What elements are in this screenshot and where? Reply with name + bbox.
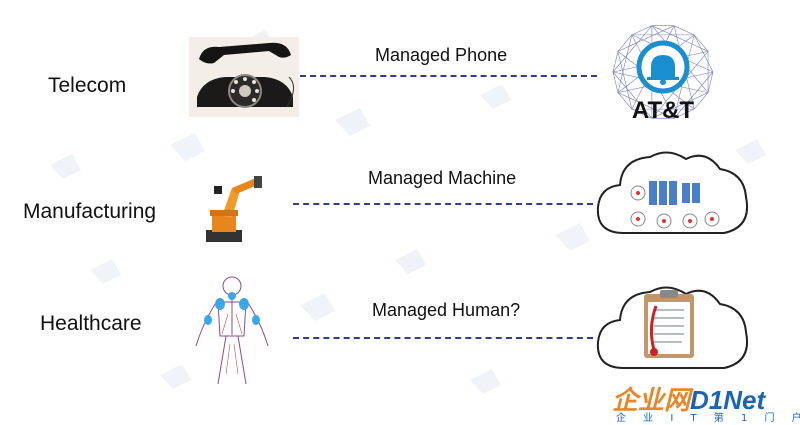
att-mesh-line xyxy=(707,71,714,93)
connection-label-human: Managed Human? xyxy=(372,300,521,320)
att-mesh-line xyxy=(693,34,714,73)
connector-line-manufacturing xyxy=(293,203,593,205)
att-mesh-line xyxy=(617,25,675,52)
att-mesh-line xyxy=(693,92,709,110)
att-logo-text: AT&T xyxy=(632,97,695,124)
att-mesh-line xyxy=(612,51,619,73)
human-anatomy-icon xyxy=(195,276,269,385)
connector-line-healthcare xyxy=(293,337,593,339)
row-label-healthcare: Healthcare xyxy=(40,312,142,335)
att-globe-logo-icon: AT&T xyxy=(612,25,714,124)
clipboard-cloud-icon xyxy=(596,286,748,369)
att-mesh-line xyxy=(617,34,633,93)
att-mesh-line xyxy=(612,71,619,93)
footer-tagline: 企 业 I T 第 1 门 户 xyxy=(616,413,800,424)
att-mesh-line xyxy=(674,25,695,36)
connector-line-telecom xyxy=(300,75,597,77)
robot-arm-icon xyxy=(206,176,262,242)
att-mesh-line xyxy=(631,108,652,119)
rotary-phone-icon xyxy=(189,37,299,117)
att-mesh-line xyxy=(612,71,653,119)
connection-label-machine: Managed Machine xyxy=(368,168,517,188)
att-mesh-line xyxy=(617,34,633,52)
att-mesh-line xyxy=(612,25,653,73)
att-mesh-line xyxy=(617,51,633,110)
att-mesh-line xyxy=(651,92,709,119)
connection-label-phone: Managed Phone xyxy=(375,45,508,65)
row-label-telecom: Telecom xyxy=(48,74,127,97)
att-mesh-line xyxy=(673,71,714,119)
brand-part-chinese: 企业网 xyxy=(612,385,691,415)
att-mesh-line xyxy=(693,34,709,52)
brand-part-d1net: D1Net xyxy=(690,385,766,415)
att-mesh-line xyxy=(651,25,709,52)
att-mesh-line xyxy=(674,108,695,119)
att-mesh-line xyxy=(617,92,675,119)
server-cloud-icon xyxy=(596,151,748,234)
att-mesh-line xyxy=(617,92,633,110)
row-label-manufacturing: Manufacturing xyxy=(23,200,157,223)
att-mesh-line xyxy=(631,25,652,36)
footer-brand-logo: 企业网D1Net xyxy=(612,380,765,417)
